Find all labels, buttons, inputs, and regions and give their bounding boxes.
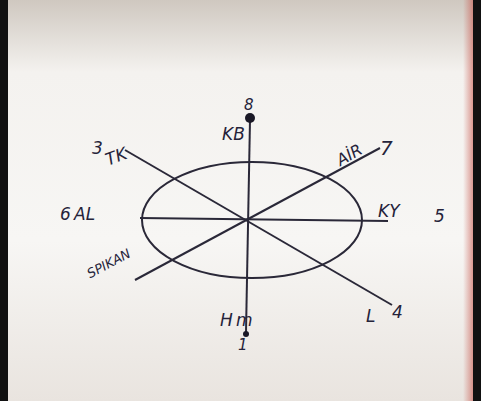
direction-number: 7 — [380, 138, 393, 158]
direction-number: 3 — [92, 140, 103, 157]
direction-label: H — [220, 312, 233, 329]
direction-label: KB — [222, 126, 245, 143]
direction-number: 6 — [60, 206, 71, 223]
direction-label: L — [366, 308, 375, 325]
direction-label: KY — [378, 203, 400, 220]
stone-edge — [463, 0, 473, 401]
direction-number: 5 — [434, 208, 445, 225]
direction-number: 4 — [392, 304, 403, 321]
direction-number: 8 — [244, 98, 254, 113]
direction-label: AL — [74, 206, 95, 223]
direction-number: 1 — [238, 338, 248, 353]
direction-label: m — [236, 312, 253, 329]
